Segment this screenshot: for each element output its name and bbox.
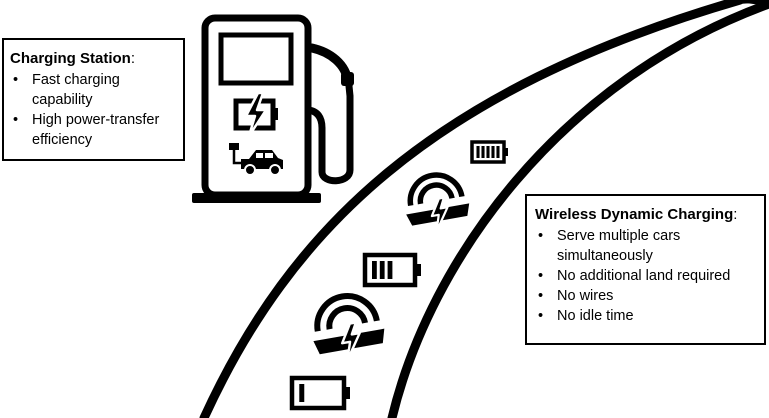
battery-level-icon [470,140,508,164]
battery-level-bar [387,261,393,279]
callout-title: Wireless Dynamic Charging: [535,206,738,223]
battery-bolt-icon [233,91,278,138]
list-item: No idle time [535,306,756,326]
list-item: Fast charging capability [10,70,177,110]
battery-level-icon [289,375,350,411]
feature-list: Fast charging capability High power-tran… [10,70,177,150]
battery-level-bar [496,146,500,158]
callout-title: Charging Station: [10,50,135,67]
feature-list: Serve multiple cars simultaneously No ad… [535,226,756,326]
battery-level-bar [379,261,385,279]
battery-level-icon [362,252,421,288]
wireless-charging-pad-icon [313,293,385,362]
list-item: Serve multiple cars simultaneously [535,226,756,266]
battery-level-bar [486,146,490,158]
list-item: High power-transfer efficiency [10,110,177,150]
list-item: No additional land required [535,266,756,286]
wireless-charging-callout: Wireless Dynamic Charging: Serve multipl… [525,194,766,345]
battery-level-bar [491,146,495,158]
electric-car-icon [229,143,283,176]
battery-level-bar [481,146,485,158]
charging-station-callout: Charging Station: Fast charging capabili… [2,38,185,161]
battery-level-bar [372,261,377,279]
road-left-edge [199,0,745,418]
road-right-edge [387,0,769,418]
road-top-cap [737,0,769,6]
list-item: No wires [535,286,756,306]
battery-level-bar [476,146,480,158]
wireless-charging-pad-icon [406,172,470,233]
battery-level-bar [299,384,305,402]
